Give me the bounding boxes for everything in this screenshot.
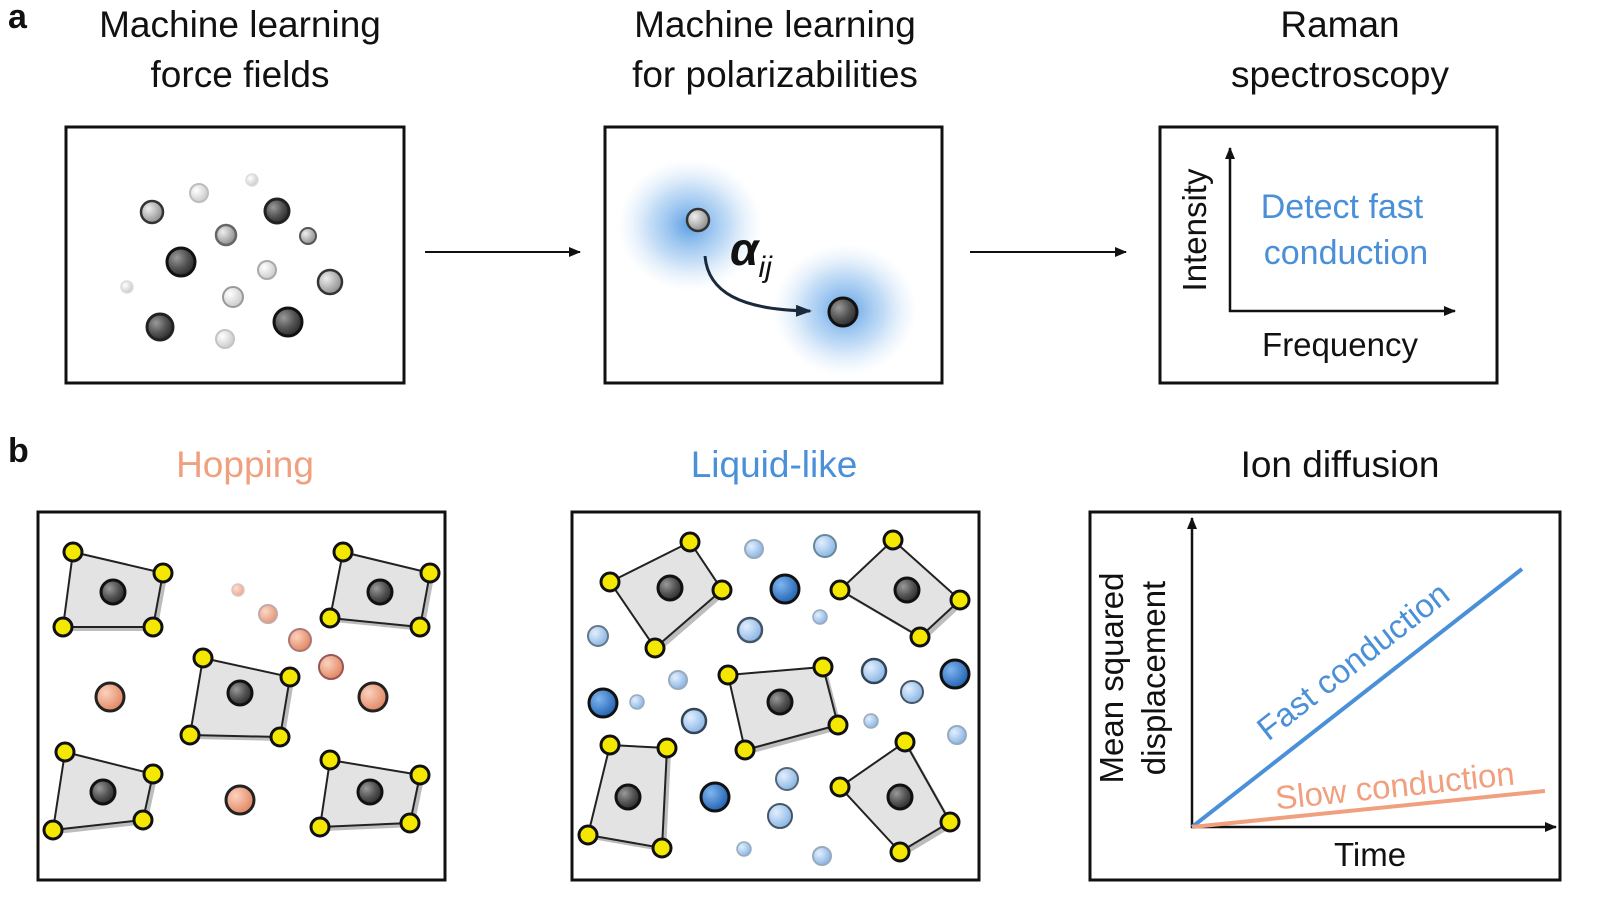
- title-polarizabilities: Machine learning for polarizabilities: [575, 0, 975, 100]
- polyhedron-vertex: [152, 562, 174, 584]
- polyhedron-vertex: [54, 741, 76, 763]
- polyhedron: [829, 529, 971, 648]
- polyhedron: [309, 749, 431, 838]
- polyhedron-vertex: [269, 726, 291, 748]
- alpha-subscript: ij: [759, 251, 774, 284]
- polyhedron: [717, 656, 849, 761]
- title-force-fields-line2: force fields: [150, 54, 330, 95]
- polarizability-illustration: [618, 159, 917, 376]
- hopping-polyhedra: [42, 541, 441, 841]
- polyhedron-vertex: [939, 811, 961, 833]
- title-raman-line1: Raman: [1280, 4, 1400, 45]
- polyhedron-vertex: [599, 571, 621, 593]
- polyhedron-center-atom: [656, 574, 684, 602]
- polyhedron-vertex: [717, 664, 739, 686]
- polyhedron-vertex: [142, 763, 164, 785]
- polyhedron-vertex: [319, 607, 341, 629]
- polyhedron-vertex: [142, 616, 164, 638]
- polyhedron-center-atom: [89, 778, 117, 806]
- polyhedron-vertex: [894, 731, 916, 753]
- polyhedron-vertex: [651, 837, 673, 859]
- atoms-cluster: [120, 173, 344, 349]
- polyhedron-vertex: [419, 562, 441, 584]
- liquid-ions: [587, 534, 971, 866]
- polyhedron-center-atom: [893, 576, 921, 604]
- polyhedron-center-atom: [99, 578, 127, 606]
- title-liquid-like: Liquid-like: [690, 444, 858, 485]
- polyhedron: [829, 731, 961, 863]
- polyhedron-vertex: [734, 739, 756, 761]
- hopping-ions: [94, 583, 389, 816]
- polyhedron-vertex: [882, 529, 904, 551]
- raman-ylabel: Intensity: [1176, 168, 1213, 291]
- diffusion-ylabel-line1: Mean squared: [1093, 573, 1130, 784]
- polyhedron-vertex: [812, 656, 834, 678]
- polyhedron: [599, 531, 733, 659]
- panel-letter-b: b: [8, 432, 29, 470]
- polyhedron-vertex: [644, 637, 666, 659]
- polyhedron-vertex: [949, 589, 971, 611]
- polyhedron-center-atom: [356, 778, 384, 806]
- raman-annotation-line2: conduction: [1264, 234, 1428, 272]
- polyhedron-vertex: [399, 812, 421, 834]
- alpha-symbol: αij: [730, 223, 773, 284]
- polyhedron-vertex: [42, 819, 64, 841]
- polyhedron-vertex: [279, 666, 301, 688]
- polyhedron-center-atom: [366, 578, 394, 606]
- title-force-fields-line1: Machine learning: [99, 4, 381, 45]
- slow-conduction-line: [1191, 789, 1546, 829]
- polyhedron-center-atom: [766, 688, 794, 716]
- polyhedron: [42, 741, 164, 841]
- polyhedron: [319, 541, 441, 638]
- polyhedron-vertex: [909, 626, 931, 648]
- liquid-polyhedra: [577, 529, 971, 863]
- polyhedron: [52, 541, 174, 638]
- title-polarizabilities-line1: Machine learning: [634, 4, 916, 45]
- raman-annotation-line1: Detect fast: [1261, 188, 1424, 226]
- panel-letter-a: a: [8, 0, 27, 36]
- title-raman-line2: spectroscopy: [1231, 54, 1449, 95]
- polyhedron-vertex: [889, 841, 911, 863]
- polyhedron-center-atom: [226, 679, 254, 707]
- polyhedron-vertex: [409, 616, 431, 638]
- polyhedron-center-atom: [886, 783, 914, 811]
- title-polarizabilities-line2: for polarizabilities: [632, 54, 918, 95]
- polyhedron-vertex: [711, 579, 733, 601]
- force-fields-box: [64, 125, 406, 385]
- polyhedron-vertex: [409, 764, 431, 786]
- polyhedron-vertex: [192, 647, 214, 669]
- polyhedron-vertex: [319, 749, 341, 771]
- polyhedron-vertex: [827, 714, 849, 736]
- polyhedron-vertex: [599, 734, 621, 756]
- title-force-fields: Machine learning force fields: [40, 0, 440, 100]
- polyhedron-vertex: [62, 541, 84, 563]
- polyhedron-vertex: [679, 531, 701, 553]
- polarizability-arrow: [703, 255, 812, 317]
- polyhedron-vertex: [132, 809, 154, 831]
- polyhedron: [577, 734, 678, 859]
- polyhedron-vertex: [332, 541, 354, 563]
- polyhedron-vertex: [309, 816, 331, 838]
- raman-box: [1158, 125, 1499, 385]
- polyhedron-vertex: [829, 776, 851, 798]
- diffusion-ylabel-line2: displacement: [1135, 581, 1172, 775]
- title-raman: Raman spectroscopy: [1140, 0, 1540, 100]
- diffusion-box: [1088, 510, 1562, 882]
- fast-conduction-line: [1190, 567, 1524, 829]
- polyhedron-vertex: [179, 724, 201, 746]
- raman-xlabel: Frequency: [1262, 326, 1418, 363]
- title-hopping: Hopping: [176, 444, 314, 485]
- polyhedron-vertex: [656, 737, 678, 759]
- polyhedron-center-atom: [614, 783, 642, 811]
- polyhedron: [179, 647, 301, 748]
- title-ion-diffusion: Ion diffusion: [1240, 444, 1440, 485]
- polyhedron-vertex: [577, 824, 599, 846]
- polyhedron-vertex: [52, 616, 74, 638]
- polyhedron-vertex: [829, 579, 851, 601]
- diffusion-xlabel: Time: [1334, 836, 1406, 873]
